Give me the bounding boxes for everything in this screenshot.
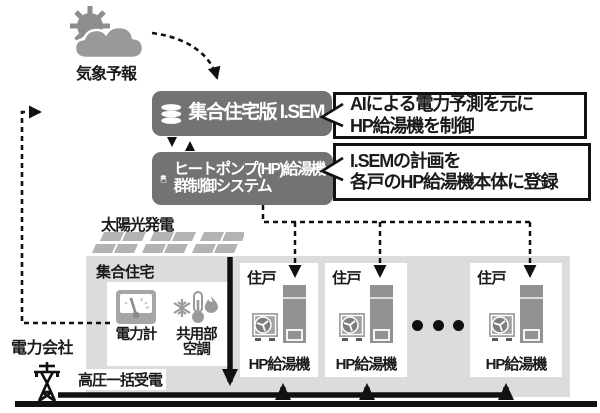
unit-label: 住戸 bbox=[332, 270, 362, 287]
power-meter-icon bbox=[115, 290, 156, 324]
meter-column: 電力計 bbox=[116, 290, 157, 343]
dwelling-unit-1: 住戸 HP給湯機 bbox=[240, 263, 318, 377]
unit-label: 住戸 bbox=[477, 270, 507, 287]
solar-panels-icon bbox=[92, 232, 244, 253]
hvac-label-line2: 空調 bbox=[182, 342, 211, 359]
arrow-weather-to-isem bbox=[151, 31, 221, 80]
database-cloud-icon bbox=[160, 174, 167, 183]
dwelling-unit-3: 住戸 HP給湯機 bbox=[470, 263, 562, 377]
hp-control-line2: 群制御システム bbox=[173, 177, 273, 195]
database-icon bbox=[161, 103, 182, 124]
hp-water-heater-icon bbox=[252, 285, 306, 343]
hp-water-heater-icon bbox=[339, 285, 393, 343]
ellipsis-dots bbox=[412, 320, 464, 331]
callout-pointer bbox=[319, 102, 344, 128]
unit-label: 住戸 bbox=[247, 270, 277, 287]
bulk-receiving-label: 高圧一括受電 bbox=[74, 369, 167, 390]
unit-device-label: HP給湯機 bbox=[248, 356, 311, 373]
hvac-column: 共用部 空調 bbox=[173, 290, 219, 358]
hp-water-heater-icon bbox=[489, 285, 543, 343]
callout-ai-control: AIによる電力予測を元に HP給湯機を制御 bbox=[319, 92, 587, 139]
hvac-icon bbox=[173, 291, 219, 323]
callout1-line2: HP給湯機を制御 bbox=[350, 115, 475, 136]
callout-isem-plan: I.SEMの計画を 各戸のHP給湯機本体に登録 bbox=[319, 143, 591, 201]
isem-title: 集合住宅版 I.SEM bbox=[188, 102, 325, 124]
transmission-tower-icon bbox=[34, 362, 60, 403]
power-company-label: 電力会社 bbox=[11, 340, 74, 357]
weather-sun-cloud-icon bbox=[70, 6, 145, 60]
hvac-label-line1: 共用部 bbox=[176, 327, 217, 343]
callout1-line1: AIによる電力予測を元に bbox=[350, 94, 534, 115]
hp-control-box: ヒートポンプ(HP)給湯機 群制御システム bbox=[152, 152, 333, 205]
hp-control-line1: ヒートポンプ(HP)給湯機 bbox=[173, 160, 327, 178]
callout-pointer bbox=[319, 156, 344, 182]
callout2-line2: 各戸のHP給湯機本体に登録 bbox=[350, 172, 559, 192]
dwelling-unit-2: 住戸 HP給湯機 bbox=[325, 263, 407, 377]
callout2-line1: I.SEMの計画を bbox=[350, 150, 461, 171]
weather-label: 気象予報 bbox=[75, 66, 137, 83]
meter-label: 電力計 bbox=[115, 327, 157, 343]
common-equipment-box: 電力計 共用部 空調 bbox=[107, 282, 228, 366]
isem-box: 集合住宅版 I.SEM bbox=[152, 91, 332, 136]
unit-device-label: HP給湯機 bbox=[485, 356, 548, 373]
unit-device-label: HP給湯機 bbox=[335, 356, 398, 373]
solar-label: 太陽光発電 bbox=[101, 217, 175, 234]
line-control-bus bbox=[261, 205, 530, 224]
building-label: 集合住宅 bbox=[96, 264, 155, 281]
